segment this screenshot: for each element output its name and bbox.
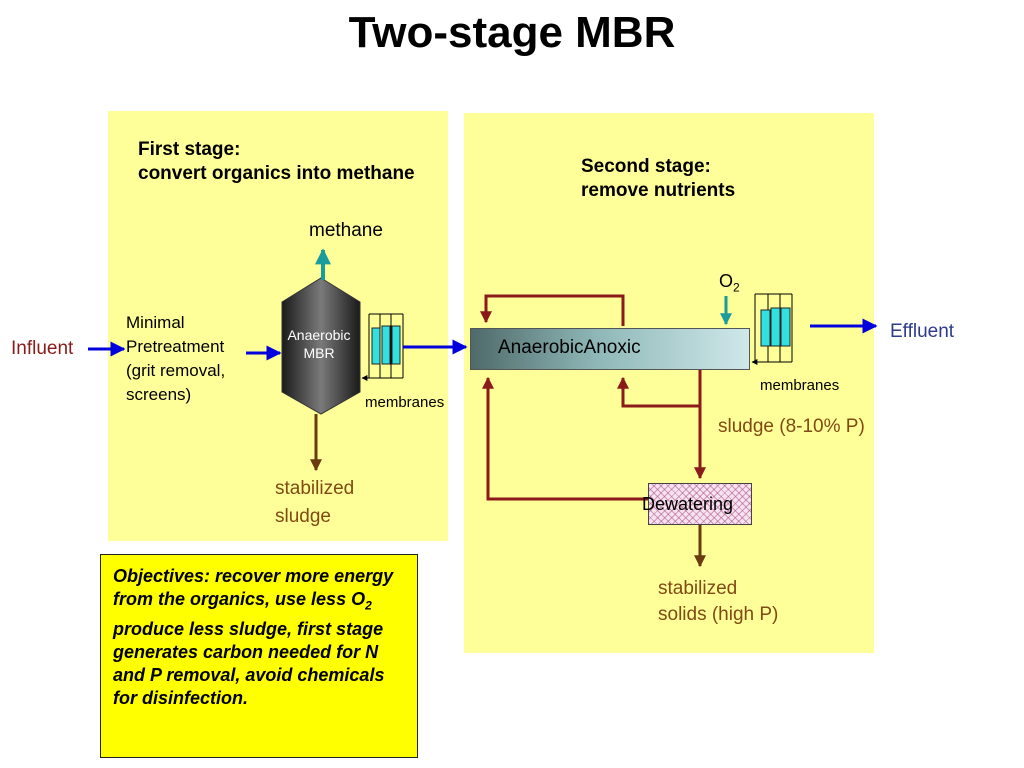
first-stage-heading: First stage: convert organics into metha… (138, 138, 415, 186)
stabilized-sludge-label: stabilized sludge (275, 478, 355, 527)
stabilized-solids-label: stabilized solids (high P) (658, 578, 779, 625)
anaerobic-mbr-label: Anaerobic MBR (287, 327, 351, 361)
dewatering-label: Dewatering (642, 494, 734, 514)
objectives-box: Objectives: recover more energy from the… (100, 554, 418, 758)
dewatering-box (648, 483, 752, 525)
o2-label: O2 (719, 271, 740, 295)
membranes-label-1: membranes (365, 394, 445, 411)
page-title: Two-stage MBR (348, 8, 676, 57)
objectives-text-1: Objectives: recover more energy from the… (113, 566, 394, 609)
membranes-label-2: membranes (760, 377, 840, 394)
objectives-o2-sub: 2 (365, 598, 372, 613)
membrane-module-1 (361, 313, 404, 381)
anaerobic-anoxic-tank (470, 328, 750, 370)
internal-recycle-anoxic (617, 370, 702, 408)
internal-recycle-top (480, 294, 625, 326)
methane-label: methane (309, 220, 383, 241)
sludge-p-label: sludge (8-10% P) (718, 416, 865, 437)
second-stage-heading: Second stage: remove nutrients (581, 155, 735, 203)
first-stage-line2: convert organics into methane (138, 163, 415, 184)
objectives-text-2: produce less sludge, first stage generat… (113, 589, 390, 708)
pretreatment-label: Minimal Pretreatment (grit removal, scre… (126, 313, 226, 404)
second-stage-line2: remove nutrients (581, 180, 736, 201)
tank-label: AnaerobicAnoxic (498, 337, 641, 358)
membrane-module-2 (751, 293, 793, 365)
second-stage-line1: Second stage: (581, 156, 711, 177)
anaerobic-mbr-vessel (281, 277, 361, 415)
second-stage-panel (464, 113, 874, 653)
influent-label: Influent (11, 338, 74, 359)
first-stage-line1: First stage: (138, 139, 241, 160)
effluent-label: Effluent (890, 321, 955, 342)
dewatering-return-line (482, 376, 648, 501)
